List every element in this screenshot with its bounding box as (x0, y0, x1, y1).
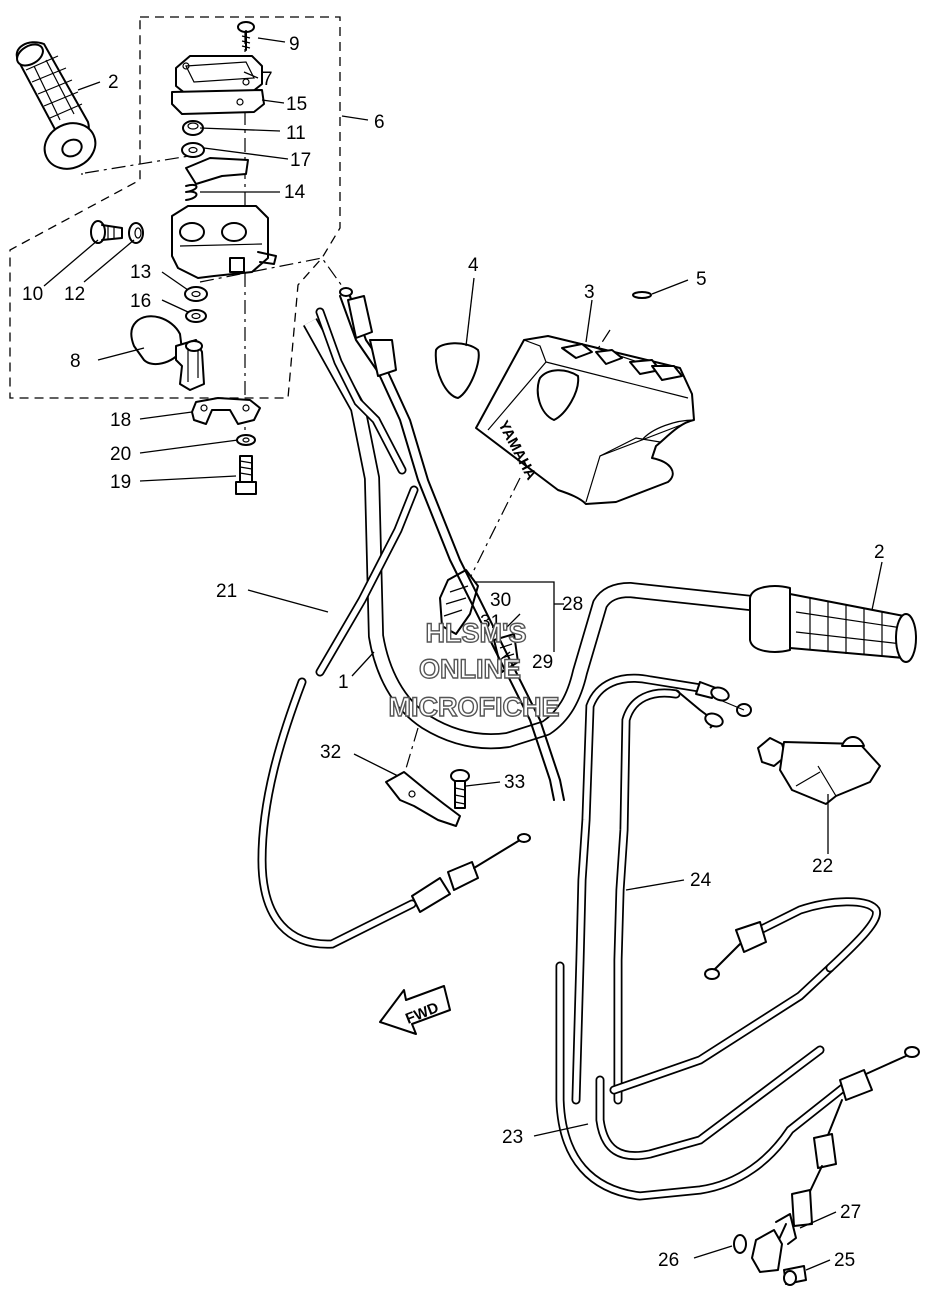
callout-31: 31 (480, 612, 501, 633)
callout-12: 12 (64, 284, 85, 305)
forward-arrow: FWD (379, 985, 451, 1035)
callout-4: 4 (468, 255, 479, 276)
throttle-cable (257, 287, 565, 949)
watermark: HLSM'S ONLINE MICROFICHE (388, 617, 560, 722)
washer-20 (236, 434, 256, 446)
cover-7 (175, 55, 263, 95)
callout-24: 24 (690, 870, 712, 891)
left-grip (15, 41, 97, 170)
cable-24 (571, 673, 752, 1105)
callout-21: 21 (216, 581, 237, 602)
callout-13: 13 (130, 262, 151, 283)
clamp-18 (191, 397, 261, 425)
callout-25: 25 (834, 1250, 855, 1271)
bolt-19 (235, 455, 257, 495)
callout-9: 9 (289, 34, 300, 55)
screw-9 (237, 21, 255, 51)
nut-12 (128, 222, 144, 244)
screw-10 (90, 220, 123, 244)
bolt-33 (450, 769, 470, 809)
watermark-line-3: MICROFICHE (389, 692, 560, 722)
callout-19: 19 (110, 472, 131, 493)
grip-centerline (84, 154, 196, 174)
callout-11: 11 (286, 123, 306, 144)
throttle-housing (171, 205, 277, 279)
switch-22 (757, 736, 881, 805)
callout-27: 27 (840, 1202, 861, 1223)
callout-3: 3 (584, 282, 595, 303)
lever-plate (185, 157, 249, 185)
handlebar-1 (303, 318, 761, 750)
callout-2-left: 2 (108, 72, 119, 93)
callout-32: 32 (320, 742, 341, 763)
callout-22: 22 (812, 856, 833, 877)
callout-16: 16 (130, 291, 151, 312)
washer-17 (181, 142, 205, 158)
callout-30: 30 (490, 590, 511, 611)
handlebar-cover-3: YAMAHA (475, 335, 695, 505)
callout-15: 15 (286, 94, 307, 115)
callout-5: 5 (696, 269, 707, 290)
thumb-lever-8 (130, 315, 205, 391)
watermark-line-2: ONLINE (419, 654, 521, 684)
emblem-4 (434, 342, 480, 399)
callout-14: 14 (284, 182, 306, 203)
washer-16 (185, 309, 207, 323)
clip-5 (632, 291, 652, 299)
spring-14 (185, 183, 198, 201)
gasket-15 (171, 89, 265, 115)
callout-20: 20 (110, 444, 131, 465)
cable-23 (555, 897, 920, 1247)
bracket-32 (385, 771, 461, 827)
leader-lines (43, 37, 883, 1271)
callout-26: 26 (658, 1250, 679, 1271)
callout-10: 10 (22, 284, 43, 305)
callout-29: 29 (532, 652, 553, 673)
callout-6: 6 (374, 112, 385, 133)
hose-21 (315, 307, 419, 677)
callout-23: 23 (502, 1127, 523, 1148)
callout-2-right: 2 (874, 542, 885, 563)
watermark-line-1: HLSM'S (426, 618, 527, 648)
cable-end-bracket (733, 1213, 807, 1286)
callout-18: 18 (110, 410, 131, 431)
callout-7: 7 (262, 69, 273, 90)
assembly-6-boundary (9, 16, 341, 399)
callout-1: 1 (338, 672, 349, 693)
cover-axis (467, 477, 521, 583)
washer-13 (184, 286, 208, 302)
callout-17: 17 (290, 150, 311, 171)
right-grip (749, 585, 917, 663)
callout-labels: 2 9 7 15 6 11 17 14 10 12 13 16 8 18 20 … (22, 34, 885, 1271)
callout-28: 28 (562, 594, 583, 615)
callout-8: 8 (70, 351, 81, 372)
callout-33: 33 (504, 772, 525, 793)
